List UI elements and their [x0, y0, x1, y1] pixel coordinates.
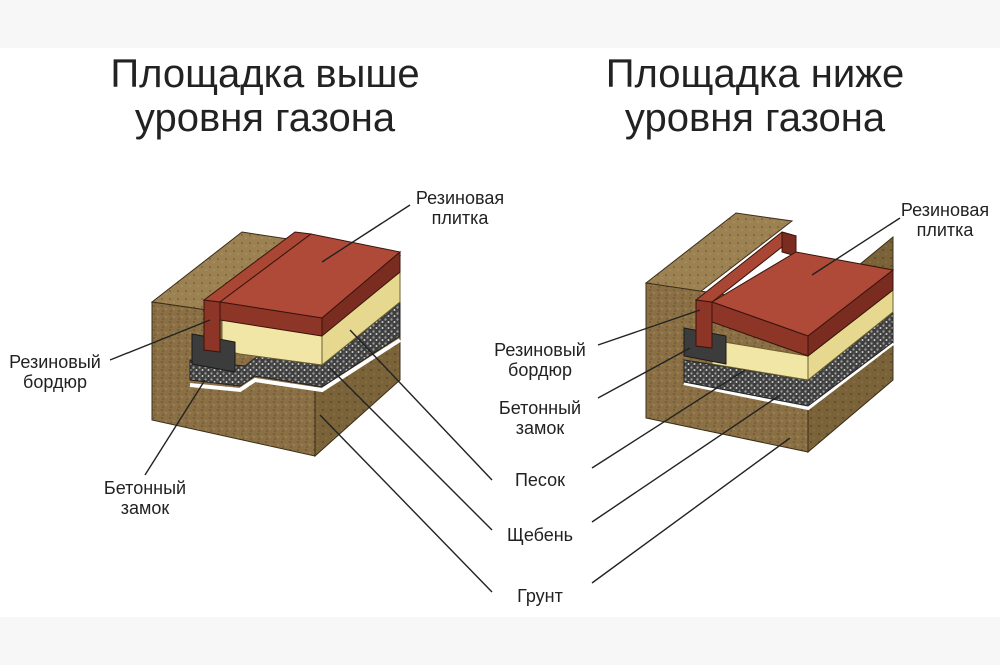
- left-title: Площадка выше уровня газона: [95, 52, 435, 140]
- left-label-rubber-border: Резиновый бордюр: [0, 352, 110, 392]
- leader-right-gravel: [591, 394, 781, 523]
- leader-right-lock: [597, 347, 691, 399]
- left-label-concrete-lock: Бетонный замок: [85, 478, 205, 518]
- right-border-side: [781, 231, 797, 257]
- left-label-rubber-tile-line2: плитка: [431, 208, 489, 228]
- right-title-line1: Площадка ниже: [605, 52, 905, 96]
- right-label-rubber-tile-line2: плитка: [916, 220, 974, 240]
- right-label-rubber-tile-line1: Резиновая: [900, 200, 990, 220]
- left-geotextile: [189, 338, 402, 393]
- leader-gravel: [329, 367, 493, 531]
- right-title: Площадка ниже уровня газона: [585, 52, 925, 140]
- left-label-concrete-lock-line1: Бетонный: [103, 478, 187, 498]
- right-label-concrete-lock-line2: замок: [515, 418, 565, 438]
- right-title-line2: уровня газона: [624, 96, 886, 140]
- top-band: [0, 0, 1000, 48]
- leader-soil: [319, 414, 493, 593]
- left-title-line1: Площадка выше: [110, 52, 420, 96]
- right-geotextile: [683, 341, 895, 411]
- left-label-concrete-lock-line2: замок: [120, 498, 170, 518]
- right-label-rubber-border: Резиновый бордюр: [485, 340, 595, 380]
- leader-right-border: [597, 309, 701, 346]
- left-label-rubber-border-line1: Резиновый: [9, 352, 101, 372]
- left-label-rubber-border-line2: бордюр: [23, 372, 87, 392]
- left-diagram: [150, 231, 402, 458]
- bottom-band: [0, 617, 1000, 665]
- left-concrete-lock: [191, 333, 236, 373]
- left-title-line2: уровня газона: [134, 96, 396, 140]
- right-label-rubber-border-line2: бордюр: [508, 360, 572, 380]
- left-border-front: [203, 299, 221, 353]
- right-border-front: [695, 299, 713, 349]
- right-diagram: [644, 212, 895, 454]
- leader-left-border: [109, 319, 211, 361]
- leader-left-tile: [321, 204, 411, 263]
- label-soil: Грунт: [517, 586, 563, 606]
- leader-right-tile: [811, 217, 901, 276]
- left-tile-right: [321, 250, 401, 338]
- leader-sand: [349, 329, 493, 481]
- right-label-rubber-border-line1: Резиновый: [494, 340, 586, 360]
- leader-right-soil: [591, 437, 791, 584]
- leader-left-lock: [144, 379, 206, 476]
- right-label-rubber-tile: Резиновая плитка: [890, 200, 1000, 240]
- leader-right-sand: [591, 369, 746, 469]
- right-label-concrete-lock: Бетонный замок: [485, 398, 595, 438]
- left-label-rubber-tile-line1: Резиновая: [415, 188, 505, 208]
- left-label-rubber-tile: Резиновая плитка: [405, 188, 515, 228]
- left-gravel: [189, 300, 401, 388]
- right-label-concrete-lock-line1: Бетонный: [498, 398, 582, 418]
- label-gravel: Щебень: [506, 525, 574, 545]
- right-tile-right: [807, 268, 894, 358]
- leader-lines: [109, 204, 901, 593]
- label-sand: Песок: [514, 470, 566, 490]
